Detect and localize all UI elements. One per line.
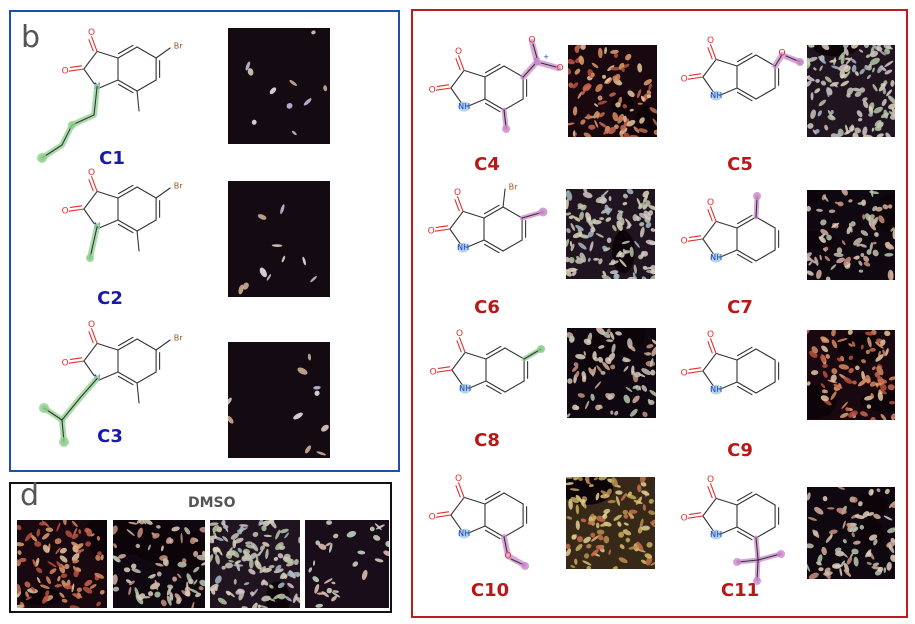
molecule-c10: O O NH O — [429, 474, 530, 570]
cell-image-c9 — [807, 330, 895, 420]
panel-d: d DMSO — [9, 478, 392, 613]
cell-image-dmso-4 — [305, 520, 389, 608]
cell-image-c3 — [228, 342, 330, 458]
svg-text:O: O — [505, 552, 512, 562]
cell-image-c4 — [568, 45, 657, 137]
svg-text:O: O — [429, 513, 436, 523]
svg-text:O: O — [62, 67, 69, 77]
cell-image-c11 — [807, 487, 895, 579]
molecule-c5: O O NH O — [0, 0, 810, 175]
svg-text:O: O — [62, 359, 69, 369]
panel-letter-d: d — [20, 478, 40, 513]
svg-text:O: O — [681, 369, 688, 379]
svg-text:O: O — [455, 47, 462, 57]
label-c9: C9 — [727, 440, 753, 461]
cell-image-dmso-2 — [113, 520, 205, 608]
svg-text:O: O — [707, 475, 714, 485]
label-c1: C1 — [99, 148, 125, 169]
svg-text:O: O — [88, 168, 95, 178]
svg-text:+: + — [543, 53, 549, 61]
cell-image-dmso-3 — [210, 520, 300, 608]
svg-text:O: O — [430, 368, 437, 378]
svg-text:NH: NH — [458, 102, 470, 111]
molecule-c6: O O NH Br — [0, 0, 570, 305]
label-c11: C11 — [720, 580, 760, 601]
svg-text:O: O — [778, 49, 785, 59]
svg-text:O: O — [454, 188, 461, 198]
svg-text:NH: NH — [710, 91, 722, 100]
molecule-c11: O O NH — [681, 475, 786, 585]
svg-text:O: O — [456, 329, 463, 339]
panel-letter-b: b — [21, 20, 41, 55]
molecule-c3: OONBr — [0, 0, 230, 465]
label-c10: C10 — [470, 580, 510, 601]
cell-image-c8 — [567, 328, 656, 418]
svg-text:NH: NH — [458, 529, 470, 538]
label-c5: C5 — [727, 154, 753, 175]
panel-red — [411, 9, 908, 618]
panel-b: b — [9, 10, 400, 472]
cell-image-c6 — [566, 189, 655, 279]
label-c2: C2 — [97, 288, 123, 309]
label-c8: C8 — [474, 430, 500, 451]
svg-text:O: O — [528, 36, 535, 46]
svg-text:O: O — [62, 207, 69, 217]
svg-text:O: O — [88, 320, 95, 330]
svg-text:O: O — [429, 86, 436, 96]
molecule-c7: O O NH — [0, 0, 810, 305]
svg-text:NH: NH — [710, 385, 722, 394]
svg-text:Br: Br — [509, 183, 518, 192]
svg-text:NH: NH — [710, 530, 722, 539]
svg-text:O: O — [681, 514, 688, 524]
label-c7: C7 — [727, 297, 753, 318]
cell-image-c1 — [228, 28, 330, 144]
molecule-c8: O O NH — [0, 0, 570, 435]
svg-text:Br: Br — [174, 334, 183, 343]
cell-image-c2 — [228, 181, 330, 297]
cell-image-c5 — [807, 45, 895, 137]
svg-text:O: O — [707, 198, 714, 208]
svg-text:O: O — [556, 64, 563, 74]
svg-text:Br: Br — [174, 182, 183, 191]
svg-text:O: O — [707, 36, 714, 46]
label-c4: C4 — [474, 154, 500, 175]
svg-text:O: O — [707, 330, 714, 340]
svg-text:O: O — [428, 227, 435, 237]
molecule-c2: OONBr — [0, 0, 230, 315]
svg-text:O: O — [455, 474, 462, 484]
label-c6: C6 — [474, 297, 500, 318]
svg-text:O: O — [681, 237, 688, 247]
label-c3: C3 — [97, 426, 123, 447]
dmso-label: DMSO — [188, 495, 236, 511]
svg-text:O: O — [88, 28, 95, 38]
cell-image-dmso-1 — [17, 520, 107, 608]
molecule-c9: O O NH — [681, 330, 780, 396]
molecule-c1: OONBr — [0, 0, 230, 175]
svg-text:Br: Br — [174, 42, 183, 51]
svg-text:O: O — [681, 75, 688, 85]
cell-image-c7 — [807, 190, 895, 280]
svg-text:NH: NH — [457, 243, 469, 252]
cell-image-c10 — [566, 477, 655, 569]
svg-text:NH: NH — [710, 253, 722, 262]
svg-text:NH: NH — [459, 384, 471, 393]
